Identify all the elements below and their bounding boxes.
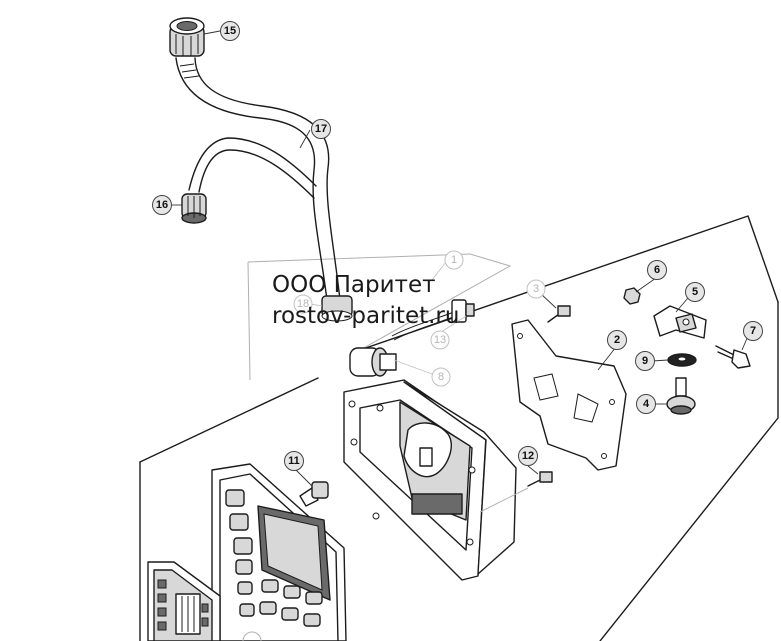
round-connector-top: [169, 17, 205, 57]
svg-text:18: 18: [297, 298, 309, 310]
callout-11: 11: [284, 451, 304, 471]
keypad-panel: [147, 561, 221, 641]
callout-1: 1: [444, 250, 464, 270]
svg-text:7: 7: [750, 325, 756, 337]
svg-text:4: 4: [643, 398, 650, 410]
callout-3: 3: [526, 279, 546, 299]
svg-text:9: 9: [642, 355, 648, 367]
svg-text:3: 3: [533, 283, 539, 295]
svg-text:2: 2: [614, 334, 620, 346]
watermark: ООО Паритет rostov-paritet.ru: [272, 270, 459, 332]
display-console: [211, 463, 347, 641]
switch-11: [299, 481, 329, 507]
bolt-7: [715, 345, 751, 369]
callout-17: 17: [311, 119, 331, 139]
cable-bushing: [349, 347, 397, 377]
svg-text:1: 1: [451, 254, 457, 266]
callout-7: 7: [743, 321, 763, 341]
svg-text:6: 6: [654, 264, 660, 276]
callout-9: 9: [635, 351, 655, 371]
harness-bottom-connector: [321, 295, 353, 322]
svg-text:5: 5: [692, 286, 698, 298]
callout-15: 15: [220, 21, 240, 41]
callout-2: 2: [607, 330, 627, 350]
callout-12: 12: [518, 446, 538, 466]
svg-text:13: 13: [434, 334, 446, 346]
svg-text:11: 11: [288, 455, 300, 467]
mounting-plate: [511, 319, 627, 471]
svg-text:15: 15: [224, 25, 236, 37]
svg-text:8: 8: [438, 371, 444, 383]
display-housing: [343, 379, 529, 581]
round-connector-left: [181, 193, 207, 224]
svg-text:12: 12: [522, 450, 534, 462]
callout-18: 18: [293, 294, 313, 314]
washer-9: [667, 353, 697, 367]
callout-8: 8: [431, 367, 451, 387]
screw-12: [527, 471, 553, 487]
watermark-company: ООО Паритет: [272, 272, 436, 298]
screw-3: [547, 305, 571, 323]
svg-text:17: 17: [315, 123, 327, 135]
watermark-website: rostov-paritet.ru: [272, 303, 460, 329]
cabinet-outline: [139, 215, 779, 641]
callout-6: 6: [647, 260, 667, 280]
callout-13: 13: [430, 330, 450, 350]
shock-mount-4: [666, 377, 696, 415]
wiring-harness-cable: [175, 57, 341, 301]
partial-callout-bottom: [242, 631, 262, 641]
bracket-5: [653, 305, 707, 339]
svg-text:16: 16: [156, 199, 168, 211]
pigtail-wire: [391, 299, 475, 341]
callout-5: 5: [685, 282, 705, 302]
callout-16: 16: [152, 195, 172, 215]
callout-4: 4: [636, 394, 656, 414]
